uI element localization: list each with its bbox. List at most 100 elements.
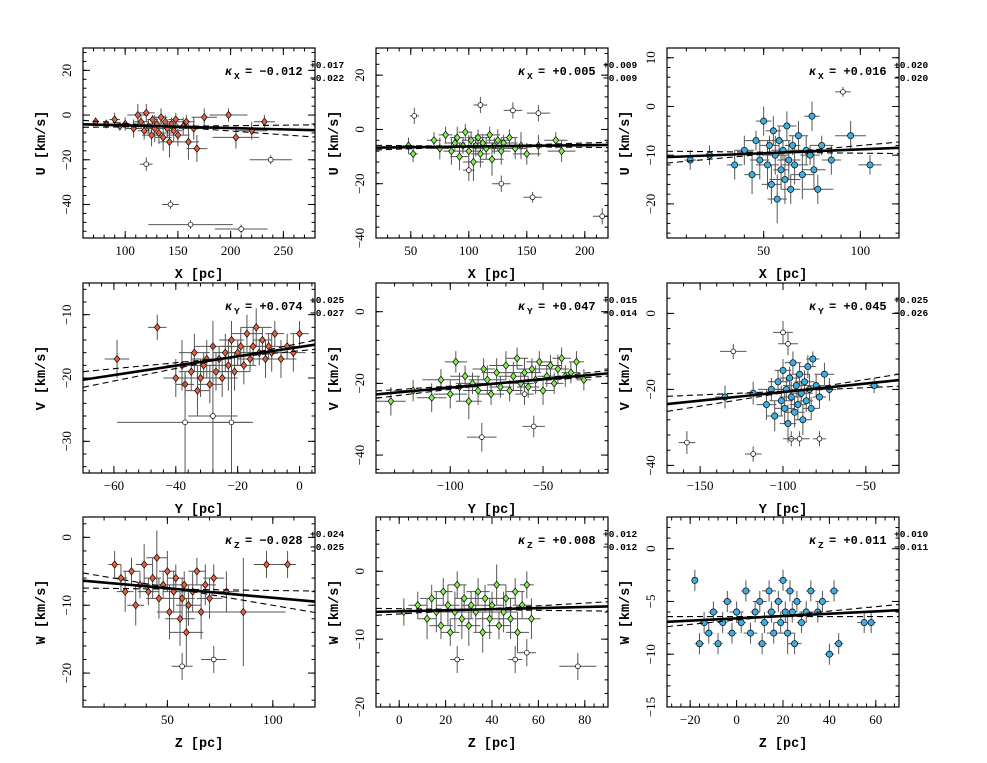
data-point-28 [802,150,826,190]
data-marker [237,342,245,351]
data-point-17 [475,134,490,152]
data-marker [807,404,815,412]
kappa-symbol: κ [809,534,817,548]
y-tick-label: 20 [59,64,74,77]
y-tick-label: −5 [643,595,658,609]
fit-lower-line [376,375,608,392]
fit-upper-line [83,339,315,388]
data-marker [206,380,214,389]
y-axis-label: W [km/s] [328,580,343,645]
data-marker [284,560,291,569]
data-marker [758,640,766,648]
data-marker [766,141,773,149]
fit-lower-line [667,385,899,397]
data-point-22 [188,557,206,585]
data-marker [187,367,195,376]
kappa-lower-error: −0.014 [603,308,638,319]
data-marker [801,378,808,386]
panel-data [376,96,608,225]
y-tick-label: −20 [643,379,658,399]
kappa-subscript: Z [234,540,240,551]
data-point-33 [815,590,830,612]
data-point-22 [778,569,788,591]
data-marker [210,573,218,583]
x-axis-label: X [pc] [175,268,224,283]
data-point-4 [438,126,453,143]
y-axis-label: V [km/s] [328,346,343,411]
data-point-12 [743,622,758,644]
data-point-14 [752,590,767,612]
data-marker [723,597,731,605]
data-marker [465,146,473,156]
data-marker [185,137,192,147]
data-point-19 [766,622,781,644]
data-marker [252,323,260,332]
data-point-20 [480,591,504,619]
data-marker [818,141,826,149]
data-marker [243,329,251,338]
kappa-subscript: Y [234,306,240,317]
data-marker [866,161,874,169]
kappa-lower-error: −0.022 [310,73,345,84]
data-point-4 [433,379,467,409]
data-marker [117,573,125,583]
data-point-15 [757,633,767,655]
data-marker [774,378,782,386]
data-marker [481,594,489,603]
data-marker [225,110,232,120]
data-marker [809,355,817,363]
data-marker [771,412,779,420]
data-point-33 [858,155,882,175]
y-tick-label: −20 [352,373,367,393]
x-tick-label: −20 [227,478,247,493]
kappa-value: = +0.011 [829,534,887,548]
outlier-point-4 [778,332,798,356]
data-marker [453,133,461,142]
data-marker [218,373,226,383]
data-marker [170,126,178,135]
fit-line [376,605,608,614]
data-point-27 [804,101,820,131]
data-marker [523,580,531,590]
outlier-point-5 [526,105,550,122]
data-marker [756,156,764,164]
data-point-15 [167,564,185,592]
data-marker [194,386,201,395]
data-point-29 [802,174,834,204]
outlier-marker [267,157,274,163]
kappa-value: = +0.074 [245,300,303,314]
data-point-16 [789,389,807,420]
kappa-value: = −0.012 [245,65,303,79]
data-marker [825,650,833,658]
outlier-marker [730,348,737,355]
data-point-25 [806,351,820,367]
kappa-lower-error: −0.012 [603,542,638,553]
kappa-symbol: κ [809,65,817,79]
data-point-22 [487,129,509,152]
data-marker [742,587,750,595]
data-point-13 [750,601,760,623]
data-point-20 [480,143,504,176]
data-marker [111,115,118,124]
data-marker [121,587,129,596]
panel-data [667,569,899,665]
data-marker [521,368,528,377]
data-marker [128,567,135,576]
data-marker [191,348,198,357]
y-tick-label: −10 [59,595,74,615]
x-tick-label: 150 [168,243,188,258]
data-marker [261,117,268,126]
kappa-symbol: κ [518,300,526,314]
data-point-25 [526,351,553,373]
outlier-point-0 [409,107,419,124]
data-point-11 [741,580,751,602]
data-point-23 [231,314,263,353]
data-marker [796,370,804,378]
data-point-20 [781,174,801,204]
fit-line [83,579,315,603]
y-axis-label: W [km/s] [619,580,634,645]
outlier-point-1 [473,96,488,114]
data-marker [480,364,487,374]
